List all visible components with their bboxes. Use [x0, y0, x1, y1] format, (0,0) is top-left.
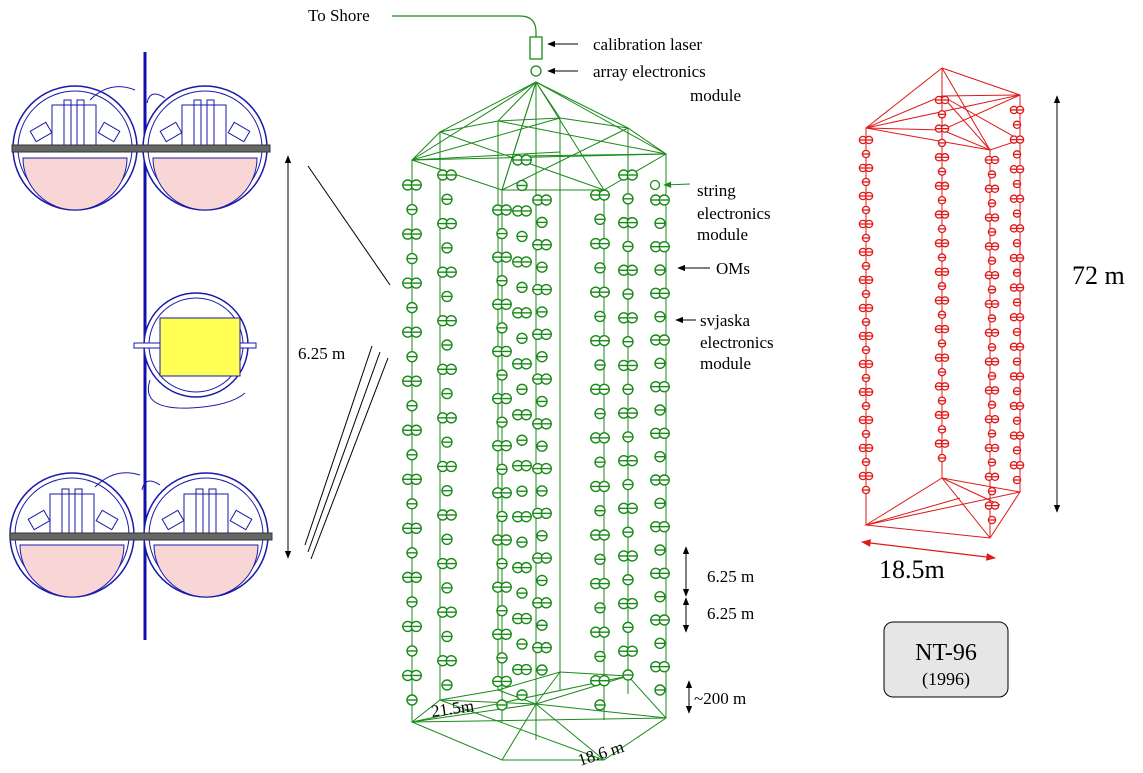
diameter-label: 21.5m [430, 696, 475, 721]
electronics-module [133, 292, 257, 409]
nt96-annotations: 72 m 18.5m NT-96 (1996) [861, 95, 1125, 698]
nt200-array [392, 15, 670, 761]
string-electronics-module [649, 179, 661, 191]
calibration-laser-label: calibration laser [593, 35, 702, 54]
array-electronics-module [530, 65, 542, 77]
width-label: 18.5m [879, 555, 945, 584]
shore-cable [392, 15, 537, 37]
nt96-array [858, 67, 1025, 539]
height-label: 72 m [1072, 261, 1125, 290]
pair-spacing-label: 6.25 m [298, 344, 345, 363]
string-electronics-label-2: electronics [697, 204, 771, 223]
calibration-laser [529, 36, 543, 60]
center-annotations: To Shore calibration laser array electro… [308, 6, 774, 770]
mounting-bar [11, 144, 271, 153]
nt96-badge: NT-96 (1996) [883, 621, 1009, 698]
nt96-bottom-frame [864, 477, 1021, 539]
om-pair-bottom [9, 472, 273, 598]
nt96-name: NT-96 [915, 640, 977, 666]
top-frame [411, 81, 667, 740]
array-electronics-label: array electronics [593, 62, 706, 81]
to-shore-label: To Shore [308, 6, 370, 25]
nt96-year: (1996) [922, 669, 970, 690]
nt96-optical-modules [858, 95, 1025, 525]
depth-offset-label: ~200 m [694, 689, 746, 708]
width-arrow [861, 539, 996, 561]
spacing-label-2: 6.25 m [707, 604, 754, 623]
array-electronics-label-2: module [690, 86, 741, 105]
svjaska-label: svjaska [700, 311, 751, 330]
om-pair-top [11, 85, 271, 211]
oms-label: OMs [716, 259, 750, 278]
om-detail-panel: 6.25 m [9, 52, 391, 640]
string-electronics-label: string [697, 181, 736, 200]
svjaska-label-2: electronics [700, 333, 774, 352]
nt96-top-frame [865, 67, 1021, 151]
string-electronics-label-3: module [697, 225, 748, 244]
spacing-label-1: 6.25 m [707, 567, 754, 586]
svjaska-label-3: module [700, 354, 751, 373]
optical-modules [402, 154, 670, 711]
mounting-bar [9, 532, 273, 541]
electronics-box [159, 317, 241, 377]
zoom-lines [304, 165, 391, 560]
side-label: 18.6 m [575, 737, 626, 770]
